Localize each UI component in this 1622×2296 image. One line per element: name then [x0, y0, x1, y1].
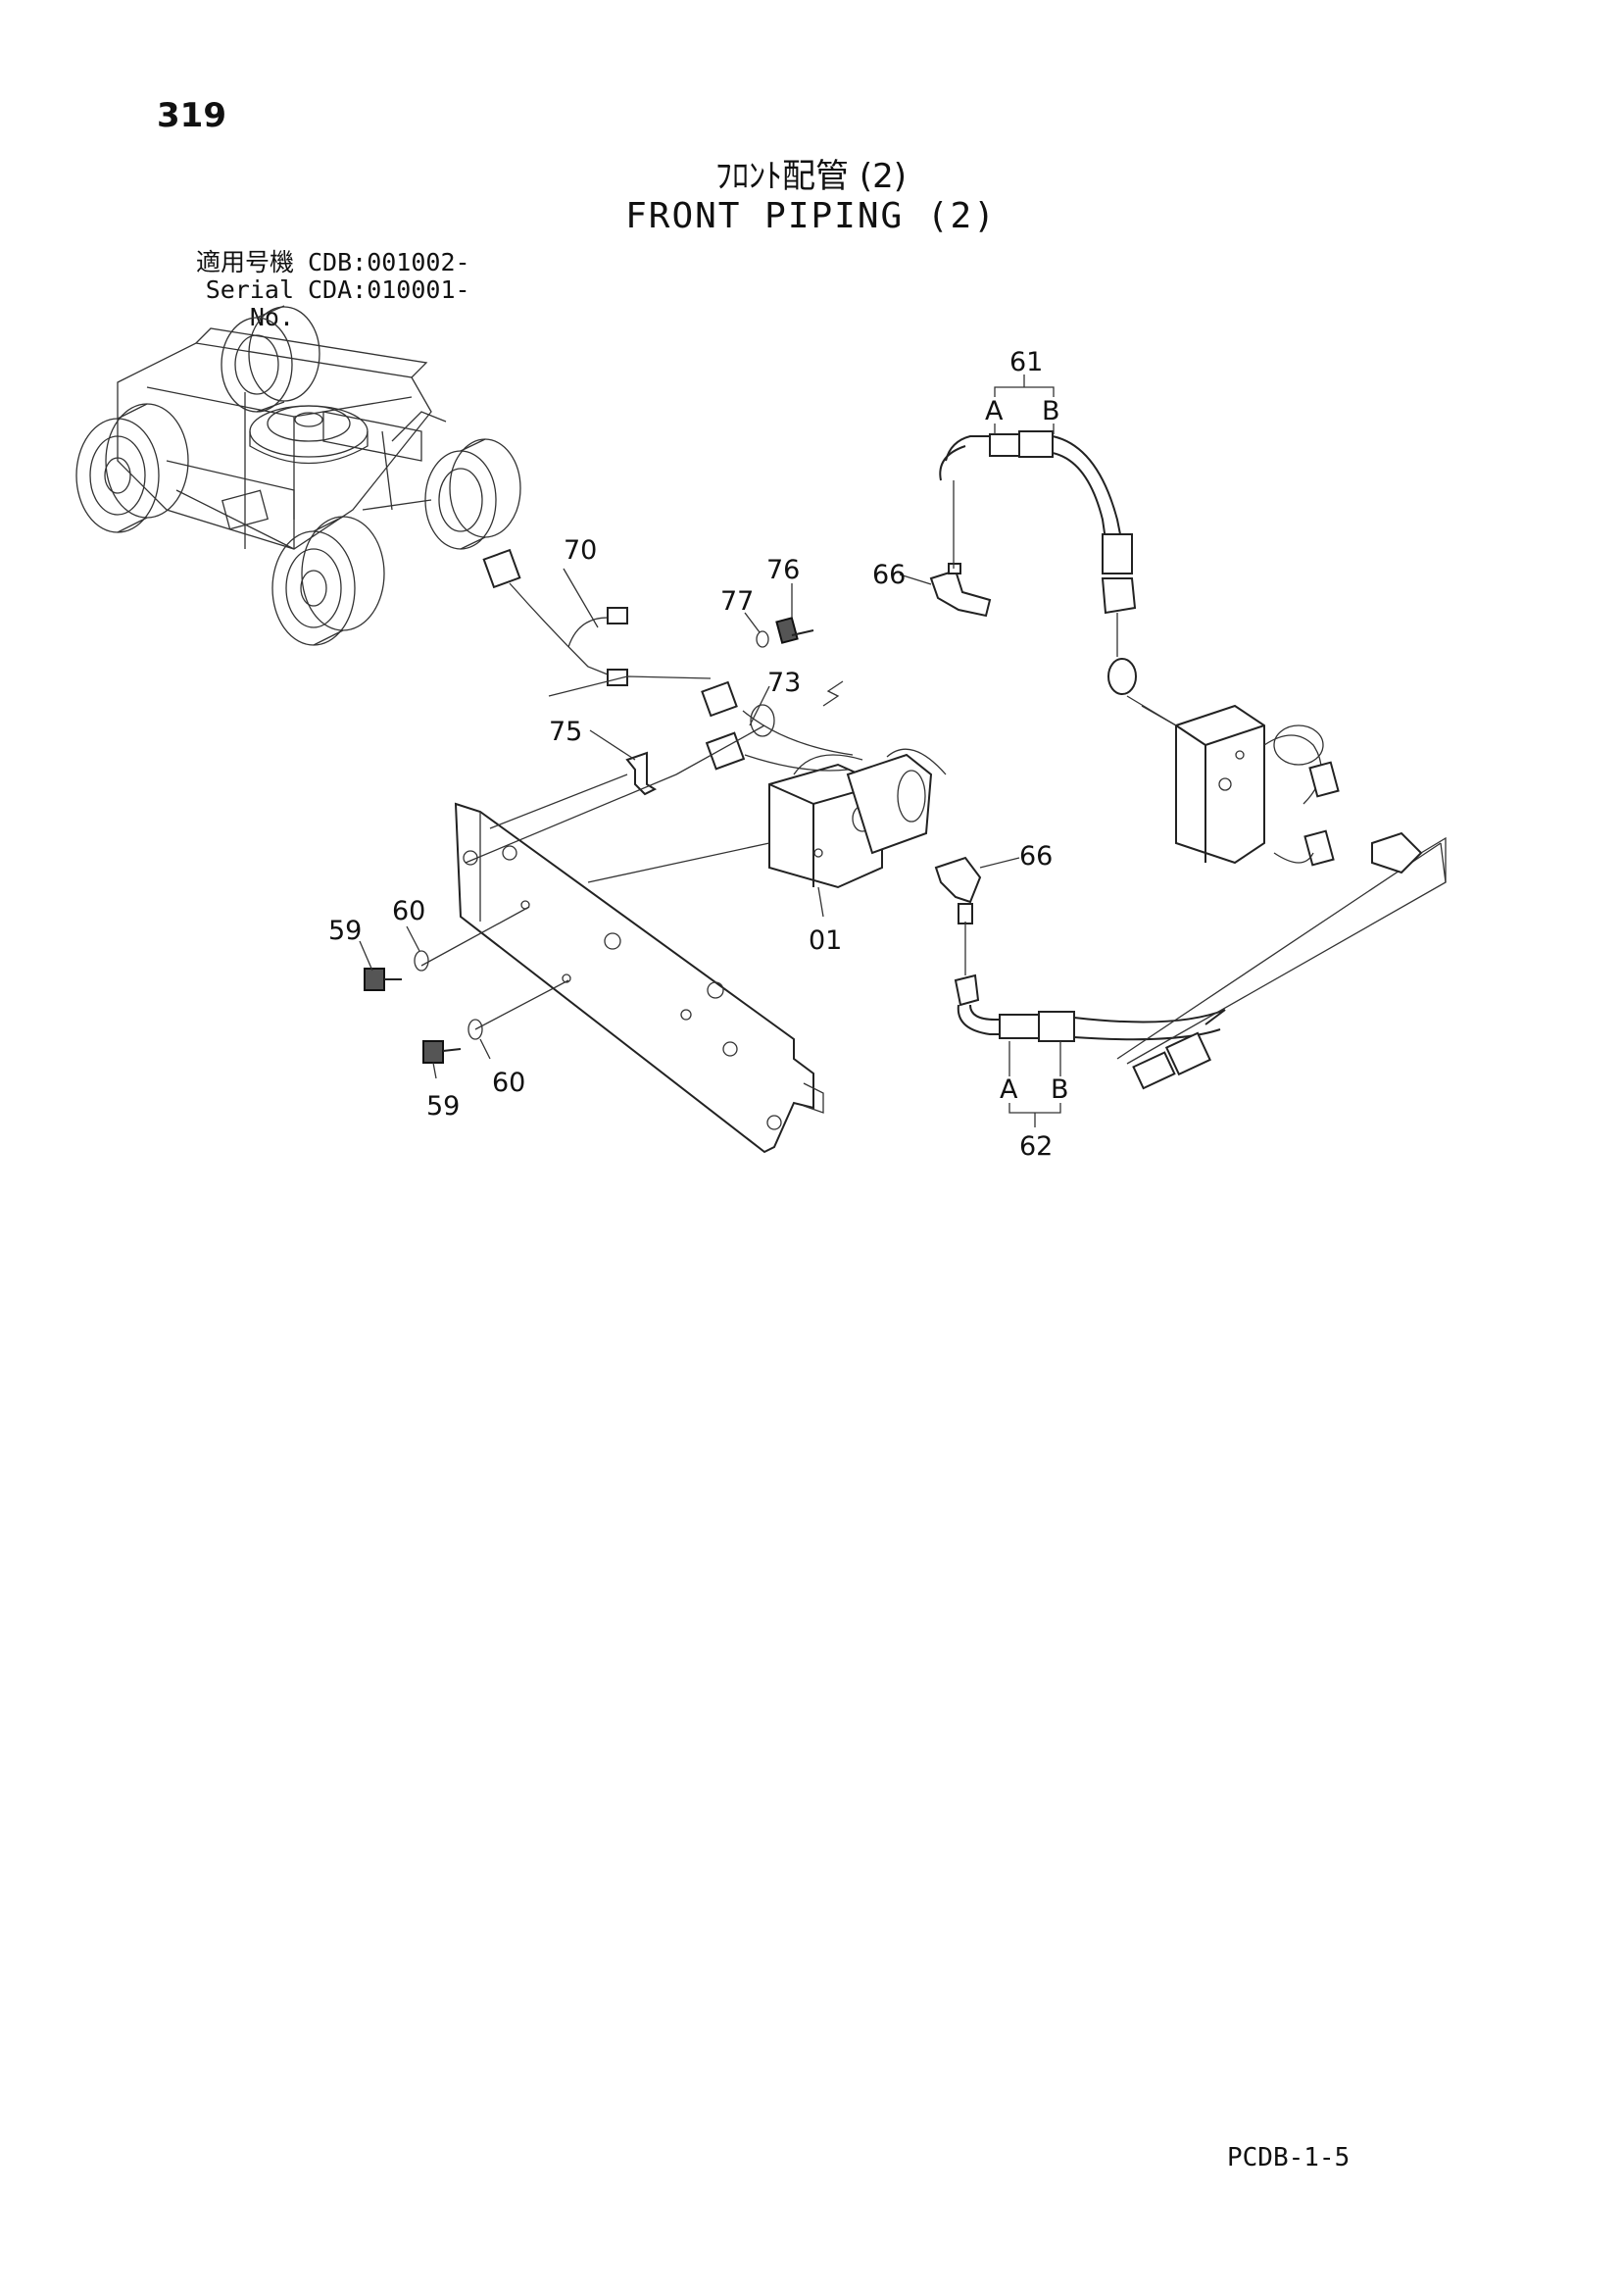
- callout-60-upper: 60: [392, 896, 425, 926]
- serial-label: 適用号機: [195, 248, 294, 276]
- callout-73: 73: [767, 668, 801, 698]
- elbow-fitting-upper: [929, 563, 992, 618]
- serial-value: CDB:001002-: [308, 248, 470, 276]
- hose-assembly-61: [939, 430, 1137, 695]
- callout-66-upper: 66: [872, 560, 906, 590]
- leader-lines: [359, 374, 1447, 1127]
- callout-66-lower: 66: [1019, 841, 1053, 872]
- bolt-washer-59-60-upper: [364, 950, 429, 991]
- serial-row-serial-no: Serial No. CDA:010001-: [152, 276, 470, 331]
- callout-61-b: B: [1042, 396, 1060, 426]
- serial-row-applicable-model: 適用号機 CDB:001002-: [152, 249, 470, 276]
- mounting-plate: [454, 802, 824, 1154]
- clamp-part: [625, 751, 658, 796]
- page-title-japanese: ﾌﾛﾝﾄ配管 (2): [715, 157, 907, 196]
- callout-62: 62: [1019, 1131, 1053, 1162]
- page-number: 319: [157, 96, 226, 135]
- serial-label: Serial No.: [205, 275, 294, 331]
- machine-overview-sketch: [75, 305, 521, 646]
- page-title-english: FRONT PIPING (2): [625, 196, 997, 236]
- control-valve-block: [1141, 704, 1447, 882]
- callout-76: 76: [766, 555, 800, 585]
- callout-62-b: B: [1051, 1074, 1069, 1105]
- callout-59-lower: 59: [426, 1091, 460, 1122]
- callout-labels: 70 76 77 73 75 61 A B 66 66 01 59 60 59 …: [328, 347, 1069, 1162]
- callout-77: 77: [720, 586, 754, 617]
- callout-61-a: A: [985, 396, 1004, 426]
- callout-61: 61: [1009, 347, 1043, 377]
- callout-75: 75: [549, 717, 582, 747]
- callout-70: 70: [564, 535, 597, 566]
- elbow-fitting-lower: [934, 856, 982, 924]
- connector-harness: [482, 548, 628, 686]
- callout-01: 01: [809, 925, 842, 956]
- catalog-page-code: PCDB-1-5: [1227, 2143, 1351, 2172]
- callout-59-upper: 59: [328, 916, 362, 946]
- callout-60-lower: 60: [492, 1068, 525, 1098]
- callout-62-a: A: [1000, 1074, 1018, 1105]
- serial-number-block: 適用号機 CDB:001002- Serial No. CDA:010001-: [152, 249, 470, 331]
- hose-assembly-62: [954, 842, 1442, 1090]
- bolt-washer-59-60-lower: [422, 1019, 483, 1064]
- bolt-washer-76-77: [756, 617, 814, 648]
- solenoid-valve-block: [768, 748, 947, 889]
- serial-value: CDA:010001-: [308, 275, 470, 304]
